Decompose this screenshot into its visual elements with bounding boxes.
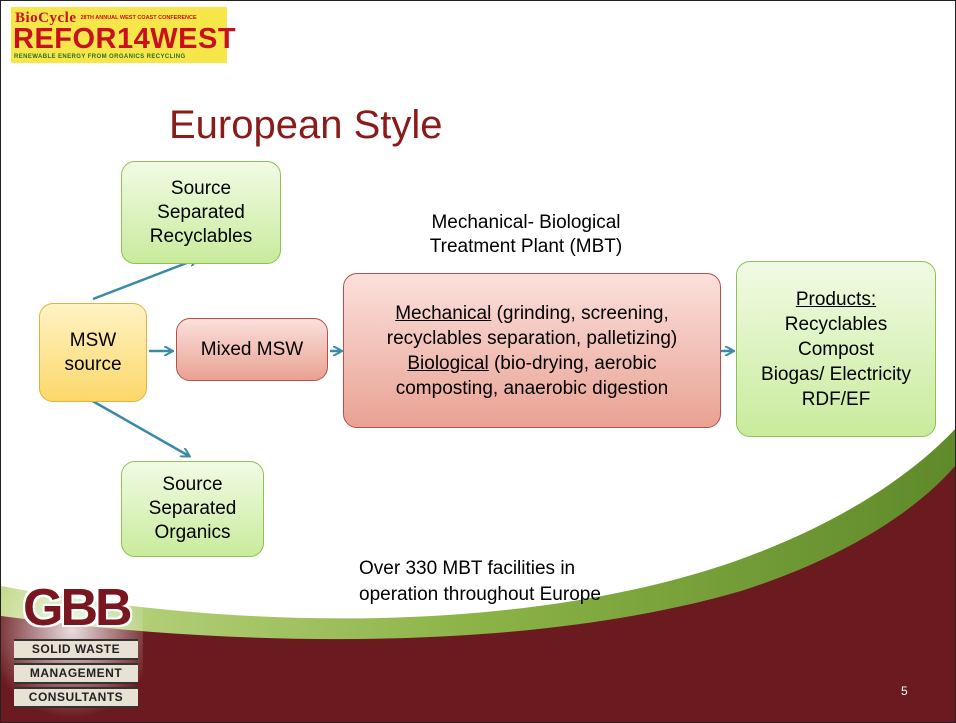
conference-brand: BioCycle (15, 10, 77, 26)
conference-tagline: RENEWABLE ENERGY FROM ORGANICS RECYCLING (14, 54, 186, 60)
product-item: Recyclables (784, 313, 888, 335)
mixed-msw-box: Mixed MSW (176, 318, 328, 381)
msw-source-box: MSW source (39, 303, 147, 402)
conference-name: REFOR14WEST (13, 23, 237, 55)
product-item: RDF/EF (801, 388, 871, 410)
products-box: Products: Recyclables Compost Biogas/ El… (736, 261, 936, 437)
gbb-logo-mark: GBB (23, 579, 133, 637)
mbt-process-box: Mechanical (grinding, screening, recycla… (343, 273, 721, 428)
products-heading: Products: (795, 288, 877, 310)
mbt-facilities-note: Over 330 MBT facilities in operation thr… (359, 558, 601, 605)
slide-title: European Style (169, 103, 443, 147)
product-item: Compost (797, 338, 874, 360)
mechanical-heading: Mechanical (395, 302, 492, 324)
maroon-band (1, 466, 955, 722)
biological-heading: Biological (407, 352, 489, 374)
source-separated-organics-box: Source Separated Organics (121, 461, 264, 557)
gbb-logo-line: MANAGEMENT (14, 663, 138, 684)
page-number: 5 (901, 684, 908, 698)
source-separated-recyclables-box: Source Separated Recyclables (121, 161, 281, 264)
gbb-logo-line: SOLID WASTE (14, 639, 138, 660)
arrow-to-organics (88, 397, 189, 456)
product-item: Biogas/ Electricity (761, 363, 911, 385)
gbb-logo-line: CONSULTANTS (14, 687, 138, 708)
arrow-to-recyclables (92, 259, 197, 301)
conference-subtitle: 28TH ANNUAL WEST COAST CONFERENCE (80, 15, 197, 21)
mbt-plant-label: Mechanical- Biological Treatment Plant (… (429, 212, 623, 257)
